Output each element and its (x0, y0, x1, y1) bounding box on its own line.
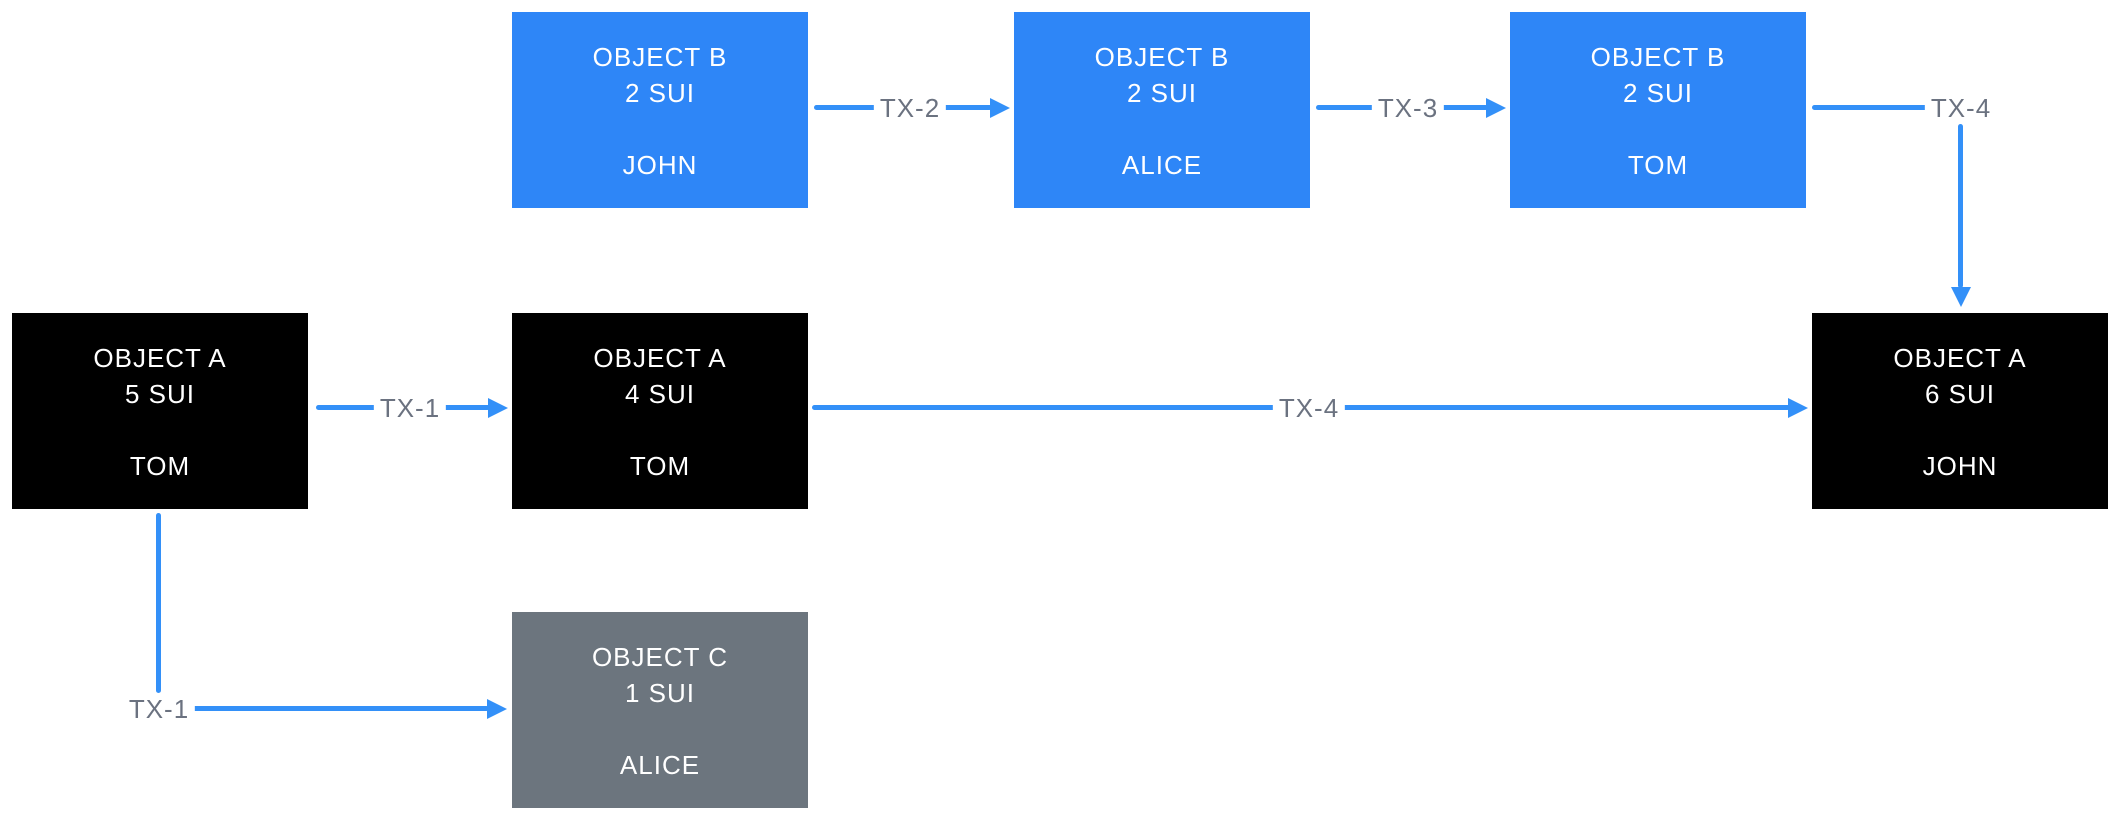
box-amount: 2 SUI (1126, 78, 1198, 108)
tx-1-label: TX-1 (373, 392, 447, 424)
object-b-alice-box: OBJECT B 2 SUI ALICE (1014, 12, 1310, 208)
tx-4-down-arrowhead-icon (1951, 287, 1971, 307)
box-spacer (512, 711, 808, 747)
box-title: OBJECT B (592, 42, 728, 72)
box-title: OBJECT B (1094, 42, 1230, 72)
box-owner: JOHN (1922, 451, 1998, 481)
box-owner: ALICE (1121, 150, 1203, 180)
box-title: OBJECT A (1893, 343, 2027, 373)
box-title: OBJECT A (93, 343, 227, 373)
tx-3-label: TX-3 (1371, 92, 1445, 124)
box-spacer (512, 111, 808, 147)
box-owner: TOM (129, 451, 191, 481)
box-spacer (12, 412, 308, 448)
tx-3-arrowhead-icon (1486, 98, 1506, 118)
box-amount: 4 SUI (624, 379, 696, 409)
tx-4-long-arrowhead-icon (1788, 398, 1808, 418)
box-spacer (1812, 412, 2108, 448)
tx-1-elbow-arrow-vline (156, 513, 161, 693)
object-a-6sui-box: OBJECT A 6 SUI JOHN (1812, 313, 2108, 509)
box-amount: 6 SUI (1924, 379, 1996, 409)
box-amount: 2 SUI (624, 78, 696, 108)
tx-4-elbow-arrow-line (1812, 105, 1962, 110)
tx-4-elbow-arrow-vline (1958, 124, 1963, 288)
box-title: OBJECT B (1590, 42, 1726, 72)
box-spacer (512, 412, 808, 448)
object-a-4sui-box: OBJECT A 4 SUI TOM (512, 313, 808, 509)
box-spacer (1510, 111, 1806, 147)
box-title: OBJECT A (593, 343, 727, 373)
box-owner: ALICE (619, 750, 701, 780)
box-spacer (1014, 111, 1310, 147)
tx-4-elbow-label: TX-4 (1924, 92, 1998, 124)
box-amount: 2 SUI (1622, 78, 1694, 108)
box-owner: TOM (629, 451, 691, 481)
tx-2-arrowhead-icon (990, 98, 1010, 118)
tx-1-elbow-arrow-line (159, 706, 489, 711)
object-b-tom-box: OBJECT B 2 SUI TOM (1510, 12, 1806, 208)
tx-2-label: TX-2 (873, 92, 947, 124)
object-a-5sui-box: OBJECT A 5 SUI TOM (12, 313, 308, 509)
tx-1-arrowhead-icon (488, 398, 508, 418)
box-amount: 5 SUI (124, 379, 196, 409)
tx-1-elbow-label: TX-1 (122, 693, 196, 725)
box-title: OBJECT C (591, 642, 729, 672)
box-owner: JOHN (622, 150, 698, 180)
object-b-john-box: OBJECT B 2 SUI JOHN (512, 12, 808, 208)
object-c-alice-box: OBJECT C 1 SUI ALICE (512, 612, 808, 808)
tx-4-long-label: TX-4 (1272, 392, 1346, 424)
tx-1-elbow-arrowhead-icon (487, 699, 507, 719)
box-owner: TOM (1627, 150, 1689, 180)
box-amount: 1 SUI (624, 678, 696, 708)
